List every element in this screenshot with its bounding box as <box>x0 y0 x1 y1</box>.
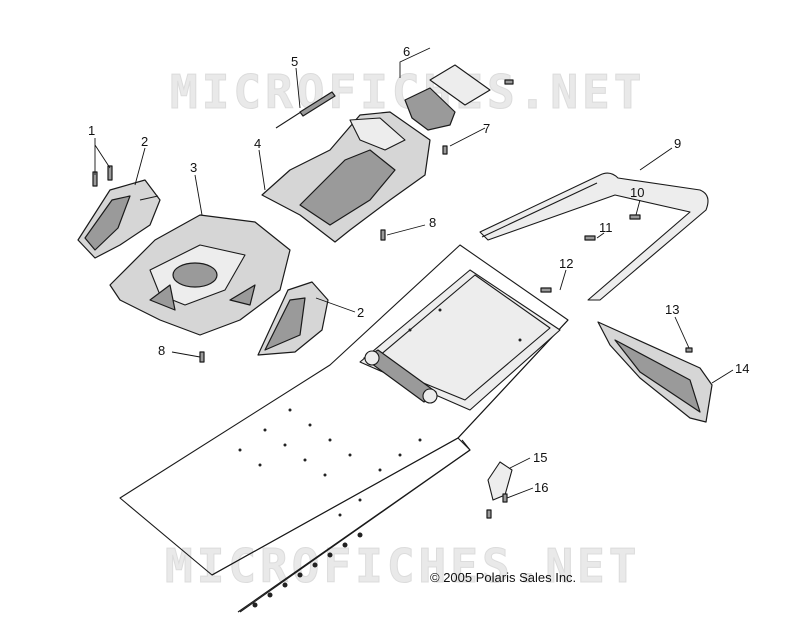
leader-lines <box>94 47 734 499</box>
callout-11: 11 <box>599 220 613 235</box>
callout-8-lower: 8 <box>158 343 165 358</box>
callout-7: 7 <box>483 121 490 136</box>
callout-2-left: 2 <box>141 134 148 149</box>
tail-light <box>404 64 491 131</box>
copyright-notice: © 2005 Polaris Sales Inc. <box>430 570 577 585</box>
tunnel-holes <box>238 308 522 608</box>
callout-2-right: 2 <box>357 305 364 320</box>
bracket <box>487 461 513 501</box>
tunnel-assembly <box>119 244 569 613</box>
callout-12: 12 <box>559 256 573 271</box>
callout-10: 10 <box>630 185 644 200</box>
callout-5: 5 <box>291 54 298 69</box>
callout-13: 13 <box>665 302 679 317</box>
right-side-panel <box>257 281 329 356</box>
gas-strut <box>275 91 336 129</box>
callout-14: 14 <box>735 361 749 376</box>
watermark-bottom: MICROFICHES.NET <box>165 539 640 593</box>
callout-6: 6 <box>403 44 410 59</box>
callout-16: 16 <box>534 480 548 495</box>
callout-4: 4 <box>254 136 261 151</box>
callout-3: 3 <box>190 160 197 175</box>
callouts: 1 2 3 4 5 6 7 8 9 10 11 12 2 8 13 14 15 … <box>88 44 749 495</box>
center-console <box>109 214 291 336</box>
callout-15: 15 <box>533 450 547 465</box>
snow-flap <box>597 321 713 423</box>
fasteners <box>92 79 693 519</box>
callout-1: 1 <box>88 123 95 138</box>
callout-8-upper: 8 <box>429 215 436 230</box>
watermark-top: MICROFICHES.NET <box>170 65 645 119</box>
grab-bar <box>479 172 709 301</box>
callout-9: 9 <box>674 136 681 151</box>
left-side-panel <box>77 179 161 259</box>
seat-base <box>261 111 431 243</box>
